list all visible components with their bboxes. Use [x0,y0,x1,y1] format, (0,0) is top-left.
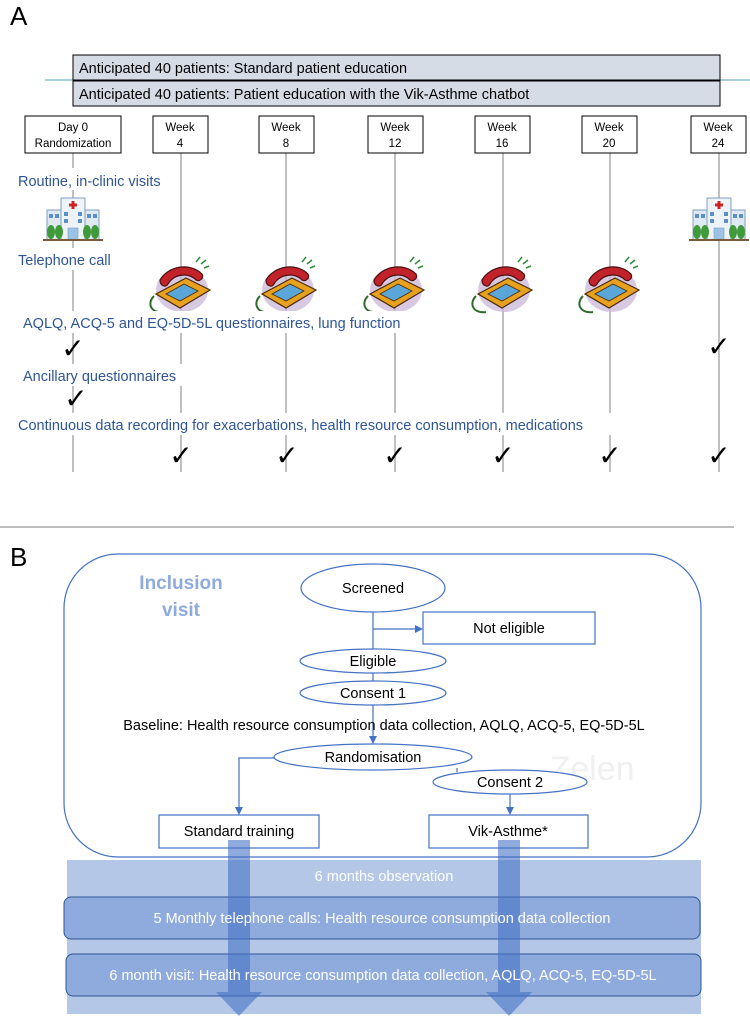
randomisation-node [273,743,473,771]
eligible-label: Eligible [350,654,397,670]
vik-asthme-arm-arrow [486,840,532,1016]
monthly-calls-bar [63,896,701,940]
timepoint-box-day0 [24,115,122,154]
timepoint-week8-line2: 8 [283,138,289,150]
consent1-node [299,680,447,706]
hospital-icon [42,197,104,242]
timepoint-box-week4 [152,115,209,154]
telephone-icon [149,256,211,314]
timepoint-week4-line1: Week [165,122,194,134]
check-icon: ✓ [707,330,730,363]
telephone-icon [578,256,640,314]
row-continuous-label: Continuous data recording for exacerbati… [18,418,583,434]
observation-label: 6 months observation [315,869,454,885]
consent1-label: Consent 1 [340,686,406,702]
row-questionnaires-label: AQLQ, ACQ-5 and EQ-5D-5L questionnaires,… [23,316,400,332]
not-eligible-label: Not eligible [473,621,545,637]
check-icon: ✓ [598,439,621,472]
telephone-icon [363,256,425,314]
row-label-backdrop [16,413,634,435]
telephone-icon [471,256,533,314]
row-label-backdrop [16,248,148,270]
check-icon: ✓ [707,439,730,472]
timepoint-week16-line1: Week [487,122,516,134]
row-label-backdrop [20,311,422,333]
timepoint-box-week12 [367,115,424,154]
chatbot-arm-label: Anticipated 40 patients: Patient educati… [79,87,529,103]
row-label-backdrop [20,364,192,386]
timepoint-week20-line1: Week [594,122,623,134]
row-ancillary-label: Ancillary questionnaires [23,369,176,385]
consent2-label: Consent 2 [477,775,543,791]
timepoint-boxes: Day 0 Randomization Week 4 Week 8 Week 1… [24,115,747,154]
check-icon: ✓ [64,382,87,415]
standard-arm-arrow [216,840,262,1016]
timepoint-day0-line2: Randomization [35,138,112,150]
check-icon: ✓ [61,332,84,365]
six-month-visit-bar [65,953,702,997]
timepoint-box-week16 [474,115,531,154]
hospital-icon [688,197,750,242]
six-month-visit-label: 6 month visit: Health resource consumpti… [109,968,656,984]
flow-arrowheads [235,625,514,815]
row-visits-label: Routine, in-clinic visits [18,174,161,190]
baseline-label: Baseline: Health resource consumption da… [123,718,644,734]
standard-training-label: Standard training [184,824,294,840]
standard-arm-label: Anticipated 40 patients: Standard patien… [79,61,407,77]
screened-label: Screened [342,581,404,597]
timepoint-box-week24 [690,115,747,154]
panel-b-label: B [10,542,27,572]
timepoint-day0-line1: Day 0 [58,122,88,134]
timepoint-week16-line2: 16 [496,138,509,150]
check-icon: ✓ [383,439,406,472]
not-eligible-node [422,611,596,645]
inclusion-visit-title-line1: Inclusion [139,573,222,594]
screened-node [300,563,446,613]
timepoint-week24-line1: Week [703,122,732,134]
timepoint-week20-line2: 20 [603,138,616,150]
flow-connectors [238,611,511,808]
inclusion-visit-title-line2: visit [162,600,201,621]
standard-arm-bar [72,54,721,81]
vik-asthme-label: Vik-Asthme* [468,824,548,840]
check-icon: ✓ [169,439,192,472]
timepoint-week8-line1: Week [271,122,300,134]
chatbot-arm-bar [72,80,721,107]
randomisation-label: Randomisation [325,750,422,766]
eligible-node [299,648,447,674]
consent2-node [432,769,588,795]
check-icon: ✓ [275,439,298,472]
timepoint-week4-line2: 4 [177,138,184,150]
timepoint-week12-line1: Week [380,122,409,134]
check-icon: ✓ [491,439,514,472]
panel-a-label: A [10,1,28,31]
timepoint-box-week8 [258,115,315,154]
timepoint-box-week20 [581,115,638,154]
timepoint-week24-line2: 24 [712,138,725,150]
row-telephone-label: Telephone call [18,253,111,269]
row-label-backdrop [16,168,174,190]
monthly-calls-label: 5 Monthly telephone calls: Health resour… [153,911,610,927]
timepoint-week12-line2: 12 [389,138,402,150]
